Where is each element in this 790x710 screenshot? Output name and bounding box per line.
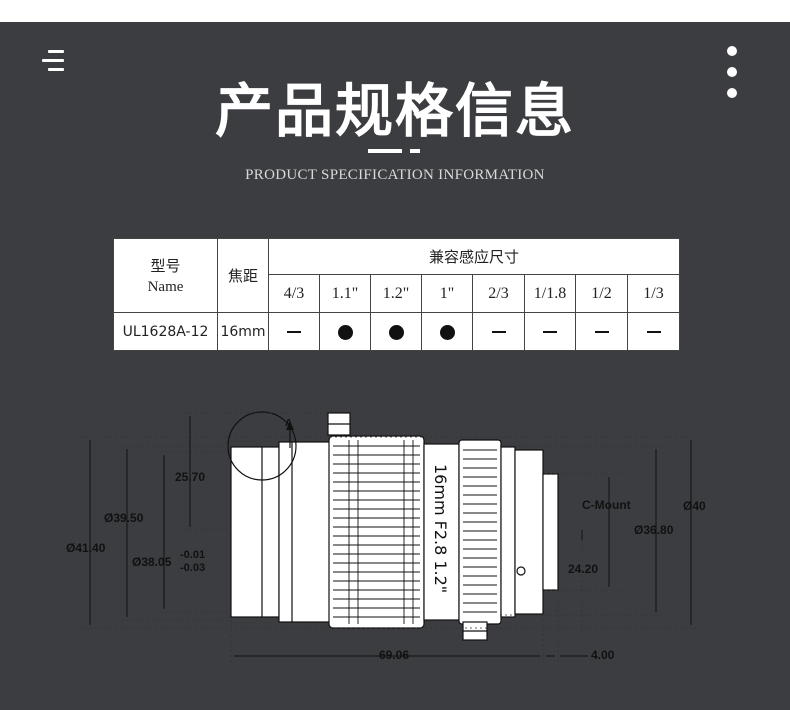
supported-dot	[388, 324, 404, 340]
size-header-3: 1"	[421, 274, 473, 313]
dim-label-38-05: Ø38.05	[132, 555, 172, 569]
lens-engraving: 16mm F2.8 1.2"	[431, 464, 450, 594]
dim-label-36-80: Ø36.80	[634, 523, 674, 537]
page-subtitle: PRODUCT SPECIFICATION INFORMATION	[245, 167, 545, 183]
dim-label-24-20: 24.20	[568, 562, 599, 576]
size-header-6: 1/2	[575, 274, 628, 313]
menu-icon[interactable]	[38, 50, 64, 72]
dim-label-39-50: Ø39.50	[104, 511, 144, 525]
lens-outline	[227, 411, 559, 641]
dim-label-41-40: Ø41.40	[66, 541, 106, 555]
unsupported-dash	[594, 331, 609, 333]
section-marker-label: A	[285, 418, 293, 429]
support-cell-2	[370, 312, 422, 351]
dim-label-40: Ø40	[683, 499, 706, 513]
support-cell-5	[524, 312, 576, 351]
size-header-1: 1.1"	[319, 274, 371, 313]
size-header-4: 2/3	[472, 274, 525, 313]
title-underline-dot	[410, 149, 420, 153]
title-underline	[368, 149, 402, 153]
support-cell-7	[626, 312, 681, 351]
support-cell-3	[421, 312, 473, 351]
section-marker	[286, 421, 294, 448]
lens-knurling	[333, 440, 497, 624]
dimension-arrows	[89, 416, 692, 657]
supported-dot	[337, 324, 353, 340]
dim-tolerance-lower: -0.03	[180, 562, 206, 574]
unsupported-dash	[491, 331, 506, 333]
size-header-7: 1/3	[626, 274, 681, 313]
compat-header: 兼容感应尺寸	[267, 238, 681, 275]
support-cell-4	[472, 312, 525, 351]
page-title: 产品规格信息	[214, 77, 575, 145]
dimension-lines	[80, 412, 700, 665]
size-header-5: 1/1.8	[524, 274, 576, 313]
unsupported-dash	[287, 331, 301, 333]
dim-label-25-70: 25.70	[175, 470, 206, 484]
dim-label-69-06: 69.06	[379, 648, 410, 662]
supported-dot	[439, 324, 455, 340]
model-cell: UL1628A-12	[113, 312, 218, 351]
unsupported-dash	[543, 331, 557, 333]
more-options-icon[interactable]	[724, 46, 740, 102]
dim-tolerance-upper: -0.01	[180, 549, 206, 561]
mount-label: C-Mount	[582, 498, 631, 512]
unsupported-dash	[646, 331, 661, 333]
support-cell-6	[575, 312, 628, 351]
dim-label-4-00: 4.00	[591, 648, 615, 662]
